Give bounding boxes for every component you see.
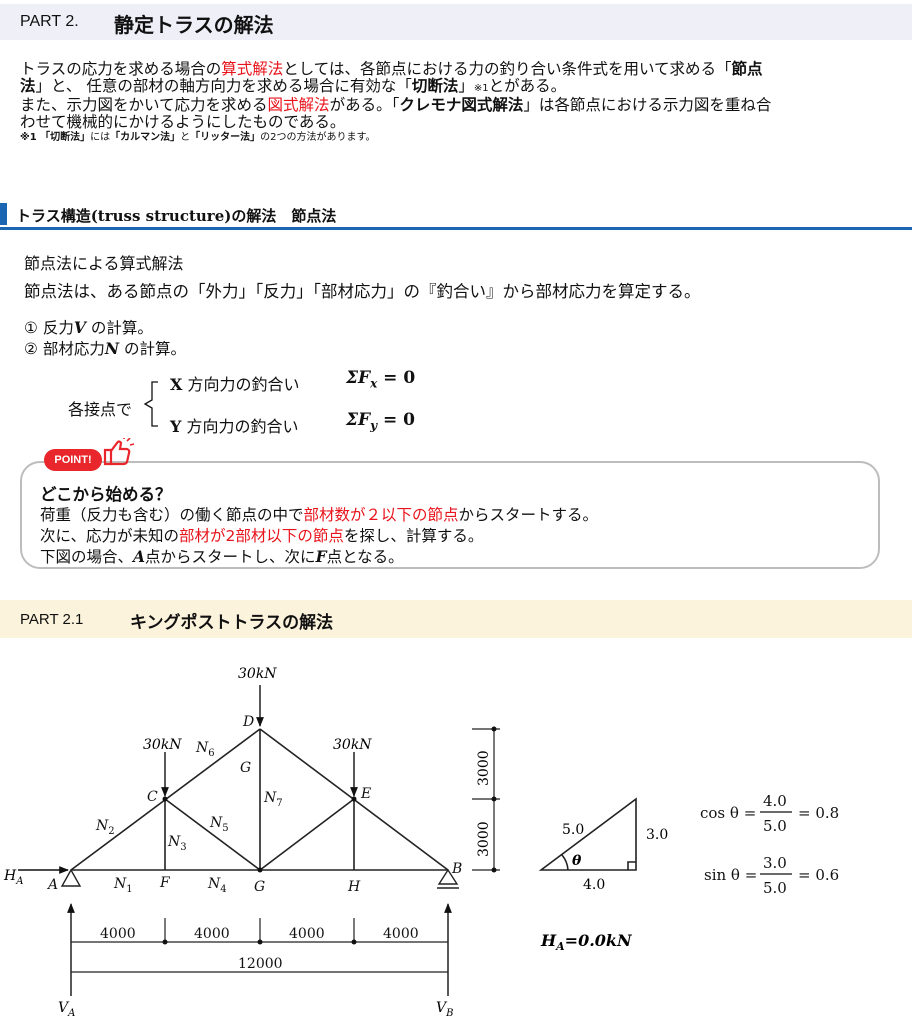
- point-badge: POINT!: [44, 449, 102, 471]
- part21-title: キングポストトラスの解法: [130, 613, 334, 633]
- dim-label-2: 4000: [194, 926, 230, 942]
- member-diagonal-EG: [259, 798, 355, 871]
- part21-number: PART 2.1: [20, 611, 84, 628]
- sin-numerator: 3.0: [763, 854, 787, 872]
- member-label-N2: N2: [95, 818, 115, 837]
- point-box: [20, 461, 880, 569]
- member-label-N6: N6: [195, 740, 215, 759]
- sin-denominator: 5.0: [763, 879, 787, 897]
- load-label-E: 30kN: [333, 737, 372, 753]
- cos-result: = 0.8: [798, 804, 839, 822]
- each-joint-label: 各接点で: [68, 400, 133, 419]
- member-label-N4: N4: [207, 876, 227, 895]
- intro-paragraph: トラスの応力を求める場合の算式解法としては、各節点における力の釣り合い条件式を用…: [20, 61, 900, 144]
- node-label-A: A: [46, 877, 58, 893]
- support-A: [60, 868, 82, 887]
- joint-E: [351, 796, 357, 802]
- dim-label-total: 12000: [238, 956, 283, 972]
- intro-line-4: わせて機械的にかけるようにしたものである。: [20, 113, 346, 131]
- node-label-G: G: [254, 879, 265, 895]
- x-equation: ΣFx = 0: [346, 368, 416, 391]
- step-1: ① 反力V の計算。: [24, 318, 153, 337]
- king-post-truss-diagram: 30kN 30kN 30kN D C E G A F G H B N1 N2 N…: [3, 666, 839, 1019]
- point-line-2: 次に、応力が未知の部材が2部材以下の節点を探し、計算する。: [40, 527, 484, 545]
- intro-line-2: 法」と、 任意の部材の軸方向力を求める場合に有効な「切断法」※1とがある。: [20, 77, 567, 95]
- node-label-B: B: [451, 861, 462, 877]
- label-VB: VB: [436, 1000, 453, 1019]
- part2-number: PART 2.: [20, 13, 79, 30]
- intro-footnote: ※1 「切断法」には「カルマン法」と「リッター法」の2つの方法があります。: [20, 132, 376, 143]
- label-VA: VA: [58, 1000, 75, 1019]
- part2-header: PART 2. 静定トラスの解法: [0, 4, 912, 40]
- point-line-1: 荷重（反力も含む）の働く節点の中で部材数が２以下の節点からスタートする。: [40, 506, 599, 524]
- sin-result: = 0.6: [798, 866, 839, 884]
- y-equilibrium: Y 方向力の釣合い: [170, 417, 299, 436]
- section-heading: トラス構造(truss structure)の解法 節点法: [0, 202, 912, 230]
- support-B: [437, 868, 459, 889]
- step-2: ② 部材応力N の計算。: [24, 339, 186, 358]
- triangle-hyp: 5.0: [562, 822, 584, 838]
- member-label-N7: N7: [263, 790, 283, 809]
- truss-joints: [162, 796, 357, 873]
- load-label-C: 30kN: [143, 737, 182, 753]
- node-label-C: C: [147, 789, 158, 805]
- node-label-E: E: [360, 786, 371, 802]
- part2-title: 静定トラスの解法: [114, 13, 274, 37]
- member-diagonal-CG: [164, 798, 261, 871]
- equation-brace: [143, 381, 158, 427]
- cos-denominator: 5.0: [763, 817, 787, 835]
- y-equation: ΣFy = 0: [346, 410, 415, 433]
- cos-lhs: cos θ =: [700, 804, 756, 822]
- dim-label-1: 4000: [100, 926, 136, 942]
- point-line-3: 下図の場合、A点からスタートし、次にF点となる。: [40, 547, 404, 566]
- method-description: 節点法は、ある節点の「外力」「反力」「部材応力」の『釣合い』から部材応力を算定す…: [24, 282, 701, 301]
- member-label-N1: N1: [113, 876, 133, 895]
- node-label-F: F: [159, 875, 171, 891]
- intro-line-1: トラスの応力を求める場合の算式解法としては、各節点における力の釣り合い条件式を用…: [20, 60, 763, 78]
- triangle-angle: θ: [572, 853, 582, 869]
- dim-label-3: 4000: [289, 926, 325, 942]
- thumbs-up-icon: [103, 438, 135, 466]
- member-label-N3: N3: [167, 834, 187, 853]
- angle-triangle: [538, 797, 637, 871]
- member-label-N5: N5: [209, 815, 229, 834]
- dim-label-4: 4000: [383, 926, 419, 942]
- section-marker: [0, 203, 7, 225]
- section-title: トラス構造(truss structure)の解法 節点法: [16, 207, 337, 225]
- point-heading: どこから始める？: [40, 485, 172, 504]
- load-label-D: 30kN: [238, 666, 277, 682]
- intro-line-3: また、示力図をかいて応力を求める図式解法がある。「クレモナ図式解法」は各節点にお…: [20, 96, 772, 114]
- triangle-vert: 3.0: [646, 827, 668, 843]
- part21-header: PART 2.1 キングポストトラスの解法: [0, 600, 912, 638]
- x-equilibrium: X 方向力の釣合い: [170, 375, 300, 394]
- truss-members: [70, 728, 449, 871]
- sin-lhs: sin θ =: [704, 866, 757, 884]
- node-label-D: D: [242, 714, 254, 730]
- cos-numerator: 4.0: [763, 792, 787, 810]
- method-subtitle: 節点法による算式解法: [24, 254, 184, 273]
- node-label-H: H: [347, 879, 361, 895]
- height-label-upper: 3000: [476, 750, 492, 786]
- height-label-lower: 3000: [476, 821, 492, 857]
- triangle-base: 4.0: [583, 877, 605, 893]
- node-label-G-top: G: [240, 760, 251, 776]
- ha-result: HA=0.0kN: [540, 931, 633, 953]
- label-HA: HA: [3, 868, 23, 887]
- joint-C: [162, 796, 168, 802]
- joint-G: [257, 867, 263, 873]
